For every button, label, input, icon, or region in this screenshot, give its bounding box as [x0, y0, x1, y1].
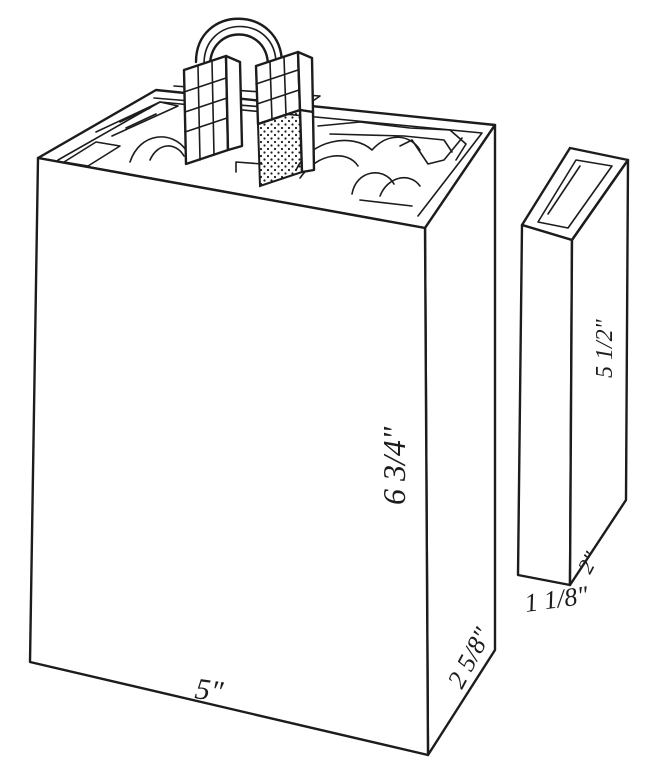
- left-grid-tab: [182, 54, 244, 166]
- sleeve-front-face: [516, 223, 574, 587]
- sleeve-width-label: 1 1/8": [523, 580, 590, 618]
- box-width-label: 5": [193, 672, 225, 709]
- box-top-rim: [57, 101, 483, 217]
- sleeve-height-label: 5 1/2": [592, 318, 618, 378]
- sleeve: [516, 146, 630, 587]
- strap-handle: [194, 17, 284, 68]
- right-grid-tab: [254, 50, 316, 188]
- dotted-panel: [256, 108, 304, 188]
- box-front-face: [28, 156, 430, 757]
- sleeve-opening: [537, 159, 613, 229]
- box-height-label: 6 3/4": [376, 426, 412, 505]
- sleeve-side-face: [568, 158, 630, 587]
- main-box: [28, 17, 497, 757]
